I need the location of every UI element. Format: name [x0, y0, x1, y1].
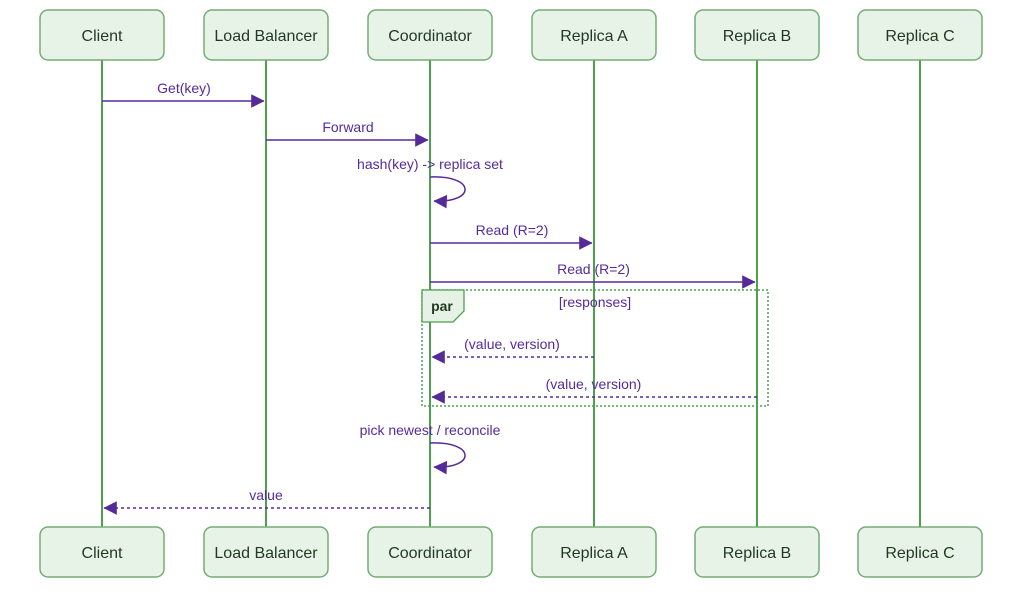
actor-label-bottom-replica-c: Replica C [885, 545, 954, 562]
actor-box-top-replica-b [694, 9, 820, 61]
actor-label-bottom-coordinator: Coordinator [388, 545, 472, 562]
par-frame-label-tab [421, 289, 465, 323]
message-7-self-loop [429, 442, 466, 475]
message-6-label: (value, version) [546, 376, 642, 392]
par-frame [421, 289, 769, 407]
actor-label-top-client: Client [82, 28, 123, 45]
message-2-label: hash(key) -> replica set [357, 156, 503, 172]
message-5-label: (value, version) [464, 336, 560, 352]
actor-label-top-coordinator: Coordinator [388, 28, 472, 45]
actor-label-bottom-replica-b: Replica B [723, 545, 791, 562]
message-8-label: value [249, 487, 283, 503]
actor-box-top-coordinator [367, 9, 493, 61]
actor-box-top-load-balancer [203, 9, 329, 61]
actor-label-bottom-load-balancer: Load Balancer [214, 545, 318, 562]
message-0-label: Get(key) [157, 80, 211, 96]
actor-box-bottom-replica-b [694, 526, 820, 578]
actor-box-top-replica-a [531, 9, 657, 61]
par-frame-label: par [431, 298, 453, 314]
actor-label-bottom-replica-a: Replica A [560, 545, 628, 562]
actor-label-top-replica-a: Replica A [560, 28, 628, 45]
message-2-self-loop [429, 176, 466, 209]
actor-box-top-replica-c [857, 9, 983, 61]
actor-box-bottom-client [39, 526, 165, 578]
actor-label-bottom-client: Client [82, 545, 123, 562]
message-1-label: Forward [322, 119, 373, 135]
message-4-label: Read (R=2) [557, 261, 630, 277]
message-3-label: Read (R=2) [476, 222, 549, 238]
actor-label-top-replica-c: Replica C [885, 28, 954, 45]
par-frame-title: [responses] [559, 294, 631, 310]
actor-box-bottom-replica-a [531, 526, 657, 578]
actor-box-bottom-replica-c [857, 526, 983, 578]
message-7-label: pick newest / reconcile [360, 422, 501, 438]
actor-box-top-client [39, 9, 165, 61]
actor-box-bottom-load-balancer [203, 526, 329, 578]
actor-box-bottom-coordinator [367, 526, 493, 578]
actor-label-top-load-balancer: Load Balancer [214, 28, 318, 45]
actor-label-top-replica-b: Replica B [723, 28, 791, 45]
